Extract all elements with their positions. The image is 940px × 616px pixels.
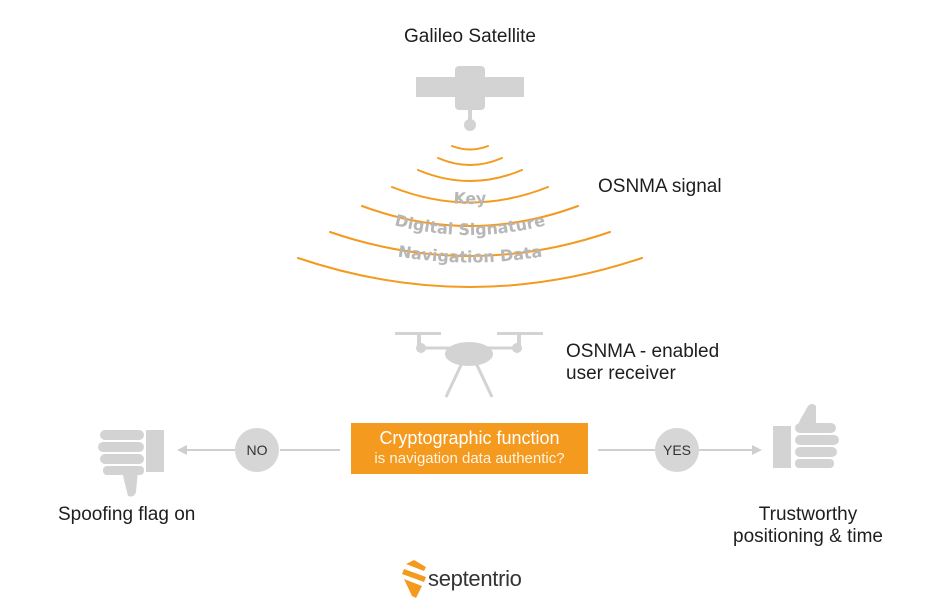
arrow-no: [177, 445, 340, 455]
signal-label: OSNMA signal: [598, 176, 722, 197]
signal-wave-6: [329, 231, 611, 257]
signal-layer-navigation-data: Navigation Data: [397, 242, 544, 267]
arrow-yes: [598, 445, 762, 455]
trustworthy-line2: positioning & time: [733, 526, 883, 547]
receiver-label-line1: OSNMA - enabled: [566, 341, 720, 362]
signal-wave-1: [451, 145, 489, 151]
no-decision-badge: NO: [235, 428, 279, 472]
signal-wave-5: [361, 205, 579, 227]
crypto-function-box: Cryptographic function is navigation dat…: [351, 423, 588, 474]
signal-layer-digital-signature: Digital Signature: [393, 211, 547, 240]
receiver-label: OSNMA - enabled user receiver: [566, 341, 719, 385]
brand-name: septentrio: [428, 566, 522, 591]
crypto-subtitle: is navigation data authentic?: [374, 450, 565, 467]
trustworthy-outcome-label: Trustworthy positioning & time: [718, 504, 898, 548]
signal-waves: [297, 145, 643, 288]
septentrio-logo-icon: [402, 560, 426, 598]
satellite-title: Galileo Satellite: [403, 26, 537, 47]
signal-layer-key: Key: [453, 188, 487, 208]
signal-wave-4: [391, 186, 549, 204]
satellite-icon: [416, 66, 524, 131]
trustworthy-line1: Trustworthy: [758, 504, 858, 525]
thumbs-down-icon: [98, 430, 164, 497]
thumbs-up-icon: [773, 404, 839, 468]
receiver-label-line2: user receiver: [566, 363, 676, 384]
drone-icon: [395, 332, 543, 398]
signal-wave-7: [297, 257, 643, 288]
spoofing-outcome-label: Spoofing flag on: [58, 504, 196, 525]
yes-decision-badge: YES: [655, 428, 699, 472]
signal-wave-3: [417, 169, 523, 182]
signal-wave-2: [437, 157, 503, 166]
crypto-title: Cryptographic function: [379, 428, 560, 448]
